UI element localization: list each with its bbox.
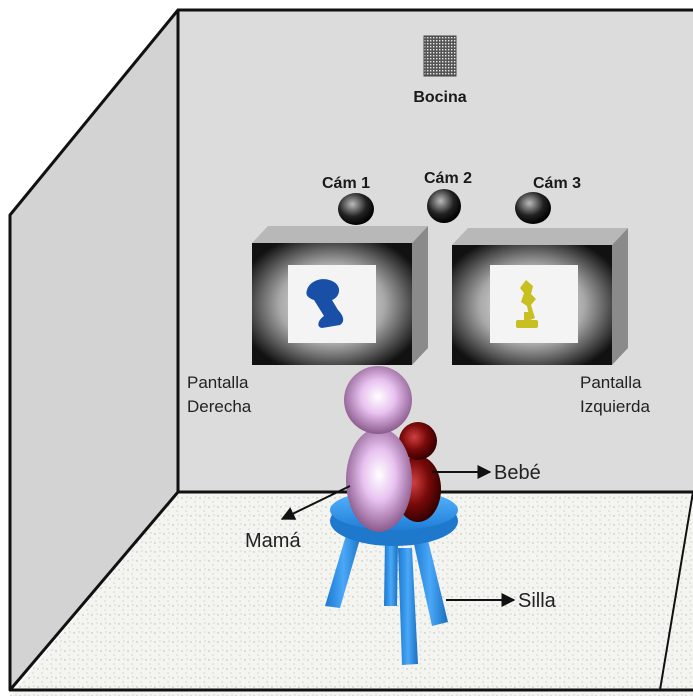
speaker: Bocina: [413, 35, 467, 106]
camera-1: Cám 1: [322, 175, 374, 225]
floor: [10, 492, 693, 696]
mom-pointer: [280, 485, 351, 520]
camera-1-icon: [338, 193, 374, 225]
baby-head: [399, 422, 437, 460]
mom: [344, 366, 412, 532]
screen-left-top: [452, 228, 628, 245]
mom-label: Mamá: [245, 530, 301, 552]
camera-2: Cám 2: [424, 170, 472, 223]
camera-2-label: Cám 2: [424, 170, 472, 187]
camera-3-icon: [515, 192, 551, 224]
screen-left: [452, 228, 628, 365]
screen-right-label-line1: Pantalla: [187, 373, 249, 392]
screen-left-side: [612, 228, 628, 365]
screen-right-top: [252, 226, 428, 243]
stimulus-blue-icon: [306, 279, 344, 328]
screen-right-label-line2: Derecha: [187, 397, 252, 416]
screen-left-label-line2: Izquierda: [580, 397, 650, 416]
camera-3: Cám 3: [515, 175, 581, 224]
chair-leg-left: [325, 532, 362, 608]
speaker-label: Bocina: [413, 89, 466, 106]
chair-leg-front: [398, 548, 418, 665]
camera-2-icon: [427, 189, 461, 223]
screen-left-label-line1: Pantalla: [580, 373, 642, 392]
mom-head: [344, 366, 412, 434]
speaker-grille-icon: [423, 35, 457, 77]
stimulus-yellow-icon: [516, 280, 538, 328]
baby-label: Bebé: [494, 462, 541, 484]
chair-leg-back: [384, 540, 398, 606]
mom-body: [346, 428, 412, 532]
screen-right-side: [412, 226, 428, 365]
screen-left-display: [490, 265, 578, 343]
camera-3-label: Cám 3: [533, 175, 581, 192]
chair-label: Silla: [518, 590, 557, 612]
screen-right: [252, 226, 428, 365]
floor-right-edge: [659, 491, 693, 691]
camera-1-label: Cám 1: [322, 175, 370, 192]
chair-leg-right: [412, 532, 448, 626]
